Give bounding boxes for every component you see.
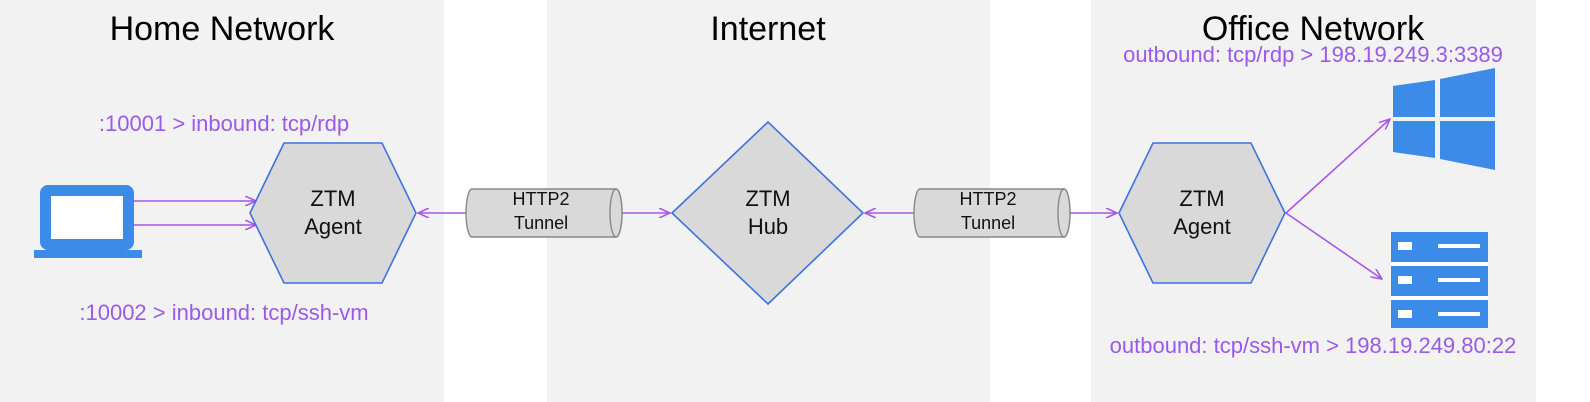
tunnel-left-label-line2: Tunnel [514, 213, 568, 233]
office-ztm-agent-node [1118, 142, 1286, 284]
tunnel-right-label-line2: Tunnel [961, 213, 1015, 233]
home-ztm-agent-node [249, 142, 417, 284]
office-network-title: Office Network [1202, 10, 1425, 48]
server-icon [1391, 232, 1488, 328]
tunnel-left-label-line1: HTTP2 [512, 189, 569, 209]
outbound-ssh-label: outbound: tcp/ssh-vm > 198.19.249.80:22 [1110, 333, 1517, 358]
inbound-rdp-label: :10001 > inbound: tcp/rdp [99, 111, 349, 136]
home-network-title: Home Network [110, 10, 336, 48]
home-agent-label-line1: ZTM [310, 186, 355, 211]
http2-tunnel-left [465, 188, 623, 238]
hub-label-line2: Hub [748, 214, 788, 239]
hub-label-line1: ZTM [745, 186, 790, 211]
outbound-rdp-label: outbound: tcp/rdp > 198.19.249.3:3389 [1123, 42, 1503, 67]
inbound-ssh-label: :10002 > inbound: tcp/ssh-vm [79, 300, 368, 325]
outbound-ssh-arrow [1285, 212, 1382, 279]
windows-logo-icon [1393, 68, 1495, 170]
internet-title: Internet [710, 10, 826, 48]
tunnel-right-label-line1: HTTP2 [959, 189, 1016, 209]
home-agent-label-line2: Agent [304, 214, 362, 239]
laptop-icon [34, 185, 142, 258]
office-agent-label-line1: ZTM [1179, 186, 1224, 211]
outbound-rdp-arrow [1285, 119, 1390, 214]
http2-tunnel-right [913, 188, 1071, 238]
ztm-hub-node [670, 120, 865, 306]
office-agent-label-line2: Agent [1173, 214, 1231, 239]
